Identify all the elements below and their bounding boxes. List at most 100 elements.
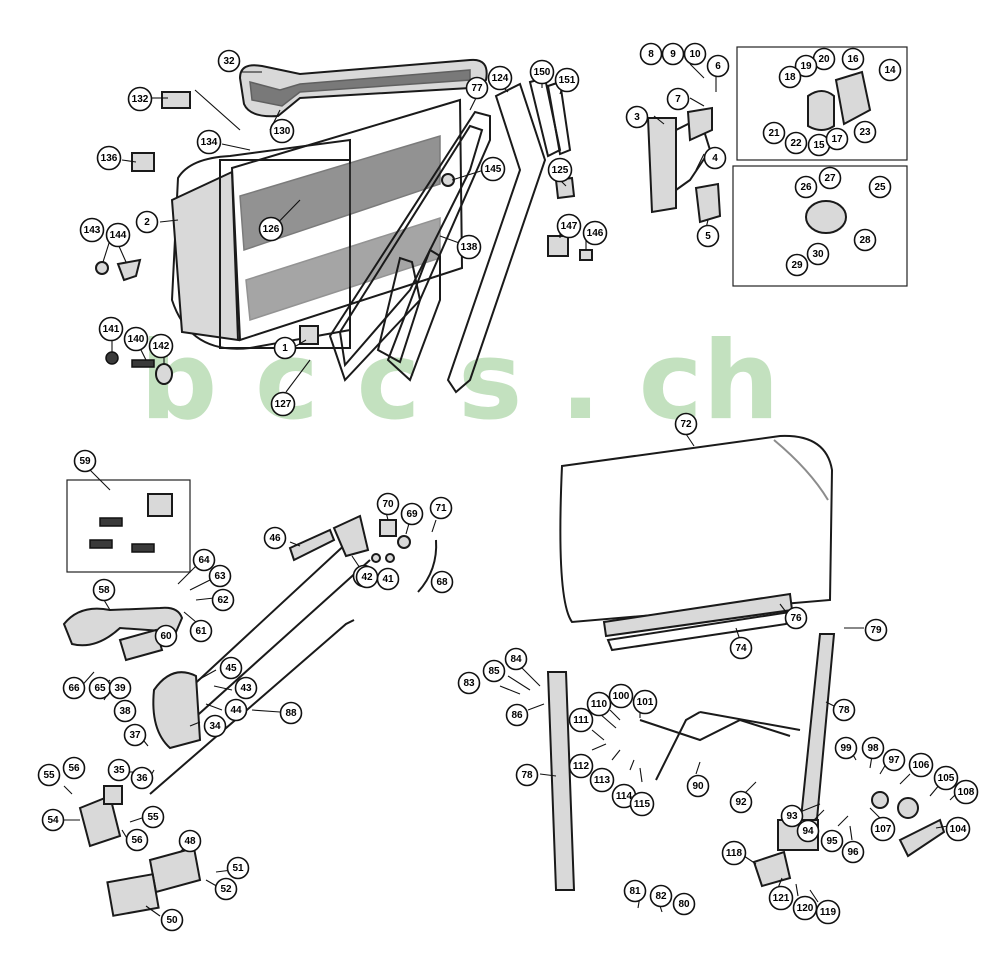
part-callout-147: 147 xyxy=(556,213,582,239)
callout-label: 101 xyxy=(637,697,654,708)
callout-circle xyxy=(568,707,594,733)
callout-label: 100 xyxy=(613,691,630,702)
callout-label: 104 xyxy=(950,824,967,835)
callout-label: 5 xyxy=(705,231,711,242)
callout-label: 126 xyxy=(263,224,280,235)
callout-label: 8 xyxy=(648,49,654,60)
callout-label: 118 xyxy=(726,848,743,859)
callout-label: 90 xyxy=(692,781,704,792)
callout-circle xyxy=(841,47,865,71)
callout-circle xyxy=(487,65,513,91)
callout-circle xyxy=(661,42,685,66)
part-callout-138: 138 xyxy=(456,234,482,260)
part-callout-35: 35 xyxy=(107,758,131,782)
callout-label: 65 xyxy=(94,683,106,694)
callout-label: 22 xyxy=(790,138,802,149)
callout-label: 143 xyxy=(84,225,101,236)
callout-label: 1 xyxy=(282,343,288,354)
part-callout-127: 127 xyxy=(270,391,296,417)
callout-label: 60 xyxy=(160,631,172,642)
callout-circle xyxy=(666,87,690,111)
callout-circle xyxy=(706,54,730,78)
callout-circle xyxy=(639,42,663,66)
part-callout-28: 28 xyxy=(853,228,877,252)
part-callout-41: 41 xyxy=(376,567,400,591)
part-callout-78: 78 xyxy=(832,698,856,722)
part-callout-140: 140 xyxy=(123,326,149,352)
callout-circle xyxy=(125,828,149,852)
part-callout-17: 17 xyxy=(825,127,849,151)
callout-label: 66 xyxy=(68,683,80,694)
part-callout-63: 63 xyxy=(208,564,232,588)
part-callout-146: 146 xyxy=(582,220,608,246)
hinge-lock-assembly xyxy=(646,46,908,287)
callout-label: 106 xyxy=(913,760,930,771)
callout-label: 50 xyxy=(166,915,178,926)
part-callout-110: 110 xyxy=(586,691,612,717)
callout-label: 17 xyxy=(831,134,843,145)
callout-label: 80 xyxy=(678,899,690,910)
part-callout-86: 86 xyxy=(505,703,529,727)
part-callout-101: 101 xyxy=(632,689,658,715)
callout-label: 28 xyxy=(859,235,871,246)
callout-circle xyxy=(376,567,400,591)
callout-label: 45 xyxy=(225,663,237,674)
part-callout-83: 83 xyxy=(457,671,481,695)
part-callout-55: 55 xyxy=(37,763,61,787)
part-callout-20: 20 xyxy=(812,47,836,71)
callout-circle xyxy=(400,502,424,526)
part-callout-8: 8 xyxy=(639,42,663,66)
callout-circle xyxy=(806,242,830,266)
callout-label: 76 xyxy=(790,613,802,624)
callout-label: 95 xyxy=(826,836,838,847)
callout-label: 35 xyxy=(113,765,125,776)
callout-circle xyxy=(729,636,753,660)
callout-label: 78 xyxy=(521,770,533,781)
callout-label: 27 xyxy=(824,173,836,184)
callout-circle xyxy=(217,49,241,73)
callout-label: 38 xyxy=(119,706,131,717)
part-callout-4: 4 xyxy=(703,146,727,170)
part-callout-71: 71 xyxy=(429,496,453,520)
part-callout-76: 76 xyxy=(784,606,808,630)
callout-label: 144 xyxy=(110,230,127,241)
callout-label: 63 xyxy=(214,571,226,582)
callout-circle xyxy=(92,578,116,602)
callout-circle xyxy=(189,619,213,643)
callout-circle xyxy=(160,908,184,932)
callout-label: 98 xyxy=(867,743,879,754)
callout-label: 150 xyxy=(534,67,551,78)
callout-label: 97 xyxy=(888,755,900,766)
callout-circle xyxy=(908,752,934,778)
callout-label: 83 xyxy=(463,678,475,689)
part-callout-90: 90 xyxy=(686,774,710,798)
callout-label: 112 xyxy=(573,761,590,772)
part-callout-112: 112 xyxy=(568,753,594,779)
callout-circle xyxy=(226,856,250,880)
callout-label: 72 xyxy=(680,419,692,430)
callout-circle xyxy=(853,228,877,252)
part-callout-111: 111 xyxy=(568,707,594,733)
callout-circle xyxy=(818,166,842,190)
part-callout-42: 42 xyxy=(355,565,379,589)
callout-circle xyxy=(465,76,489,100)
callout-circle xyxy=(429,496,453,520)
callout-label: 29 xyxy=(791,260,803,271)
part-callout-18: 18 xyxy=(778,65,802,89)
callout-label: 140 xyxy=(128,334,145,345)
callout-label: 44 xyxy=(230,705,242,716)
callout-circle xyxy=(135,210,159,234)
part-callout-126: 126 xyxy=(258,216,284,242)
part-callout-55: 55 xyxy=(141,805,165,829)
callout-circle xyxy=(456,234,482,260)
part-callout-68: 68 xyxy=(430,570,454,594)
callout-circle xyxy=(529,59,555,85)
callout-circle xyxy=(505,703,529,727)
part-callout-100: 100 xyxy=(608,683,634,709)
part-callout-108: 108 xyxy=(953,779,979,805)
part-callout-113: 113 xyxy=(589,767,615,793)
callout-circle xyxy=(721,840,747,866)
part-callout-151: 151 xyxy=(554,67,580,93)
callout-label: 21 xyxy=(768,128,780,139)
part-callout-43: 43 xyxy=(234,676,258,700)
